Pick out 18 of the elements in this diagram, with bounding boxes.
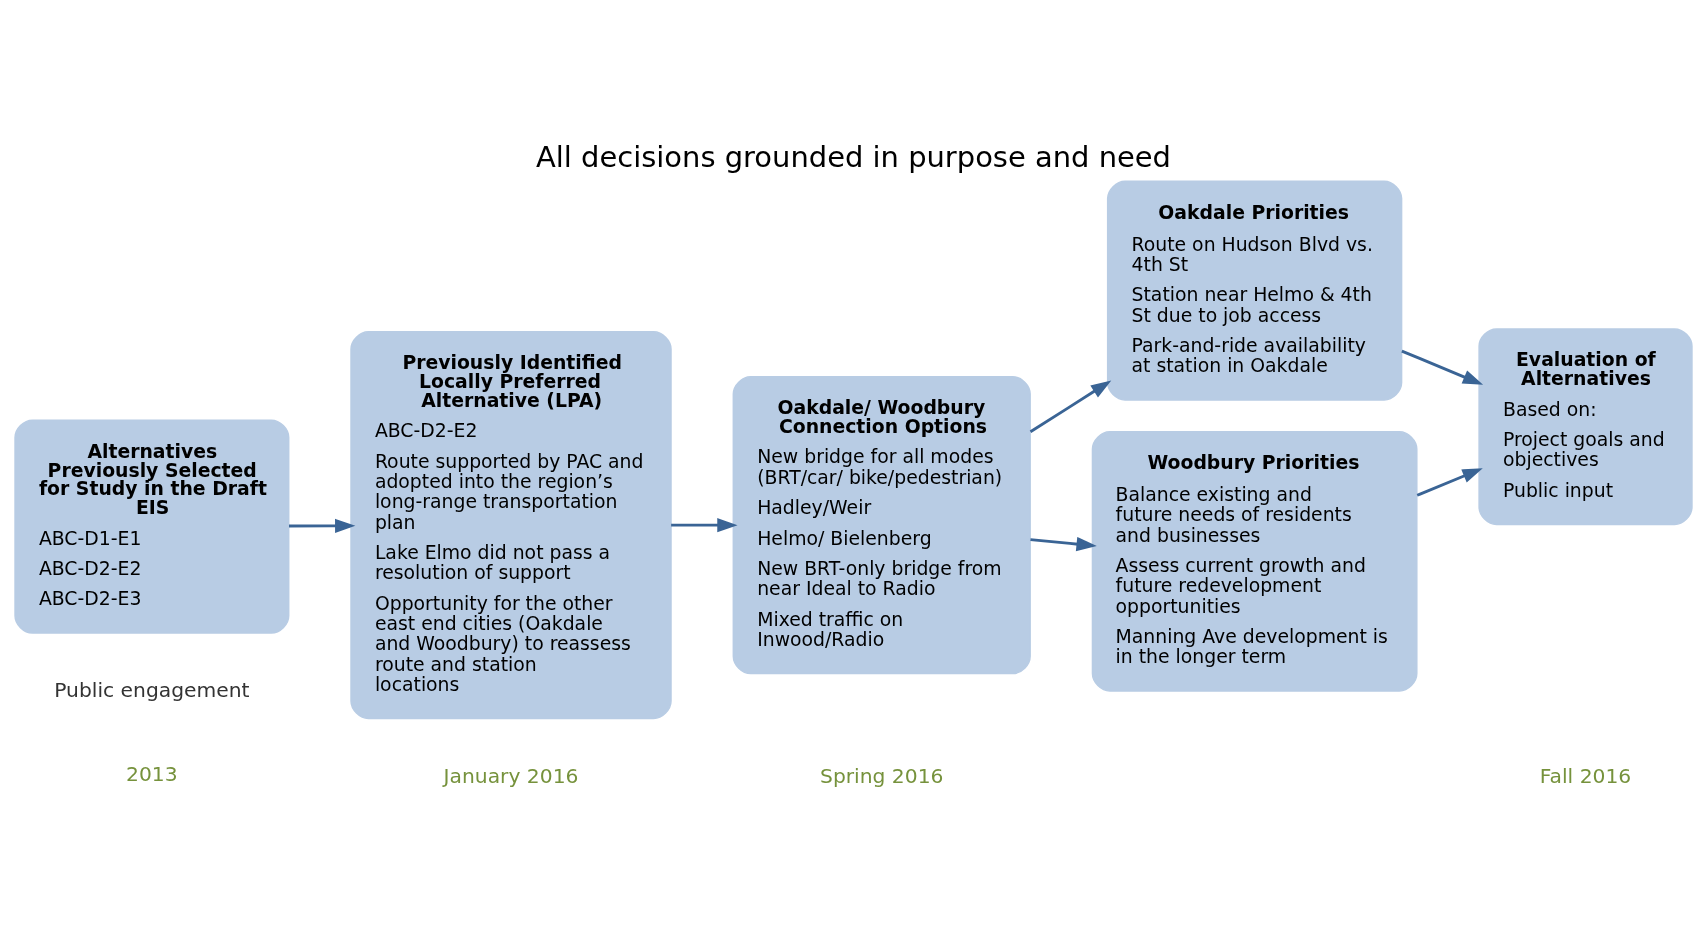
label: Public engagement xyxy=(54,677,250,702)
node-box: Previously Identified Locally Preferred Alternative (LPA) ABC-D2-E2 Route supported by PAC and adopted into the region’s long-range transportation plan Lake Elmo did not pass a resolution of support Opportunity for the other east end cities (Oakdale and Woodbury) to reassess route and station locations xyxy=(350,330,672,719)
node-box: Oakdale/ Woodbury Connection Options New bridge for all modes (BRT/car/ bike/pedestrian) Hadley/Weir Helmo/ Bielenberg New BRT-only bridge from near Ideal to Radio Mixed traffic on Inwood/Radio xyxy=(732,375,1031,674)
label: Fall 2016 xyxy=(1539,763,1632,787)
node-box: Evaluation of Alternatives Based on: Project goals and objectives Public input xyxy=(1478,327,1693,525)
label: January 2016 xyxy=(443,763,579,787)
arrow xyxy=(671,517,738,532)
arrow xyxy=(1416,467,1483,497)
diagram-title: All decisions grounded in purpose and need xyxy=(535,139,1172,174)
arrow xyxy=(1029,380,1112,433)
arrow xyxy=(289,518,356,533)
label: 2013 xyxy=(126,761,178,786)
label: Spring 2016 xyxy=(820,763,944,787)
node-box: Oakdale Priorities Route on Hudson Blvd vs. 4th St Station near Helmo & 4th St due to job access Park-and-ride availability at station in Oakdale xyxy=(1106,180,1403,401)
node-box: Alternatives Previously Selected for Study in the Draft EIS ABC-D1-E1 ABC-D2-E2 ABC-D2-E3 xyxy=(14,418,290,634)
node-box: Woodbury Priorities Balance existing and future needs of residents and businesses Assess current growth and future redevelopment opportunities Manning Ave development is in the longer term xyxy=(1091,430,1418,692)
arrow xyxy=(1401,349,1484,385)
arrow xyxy=(1030,536,1097,551)
